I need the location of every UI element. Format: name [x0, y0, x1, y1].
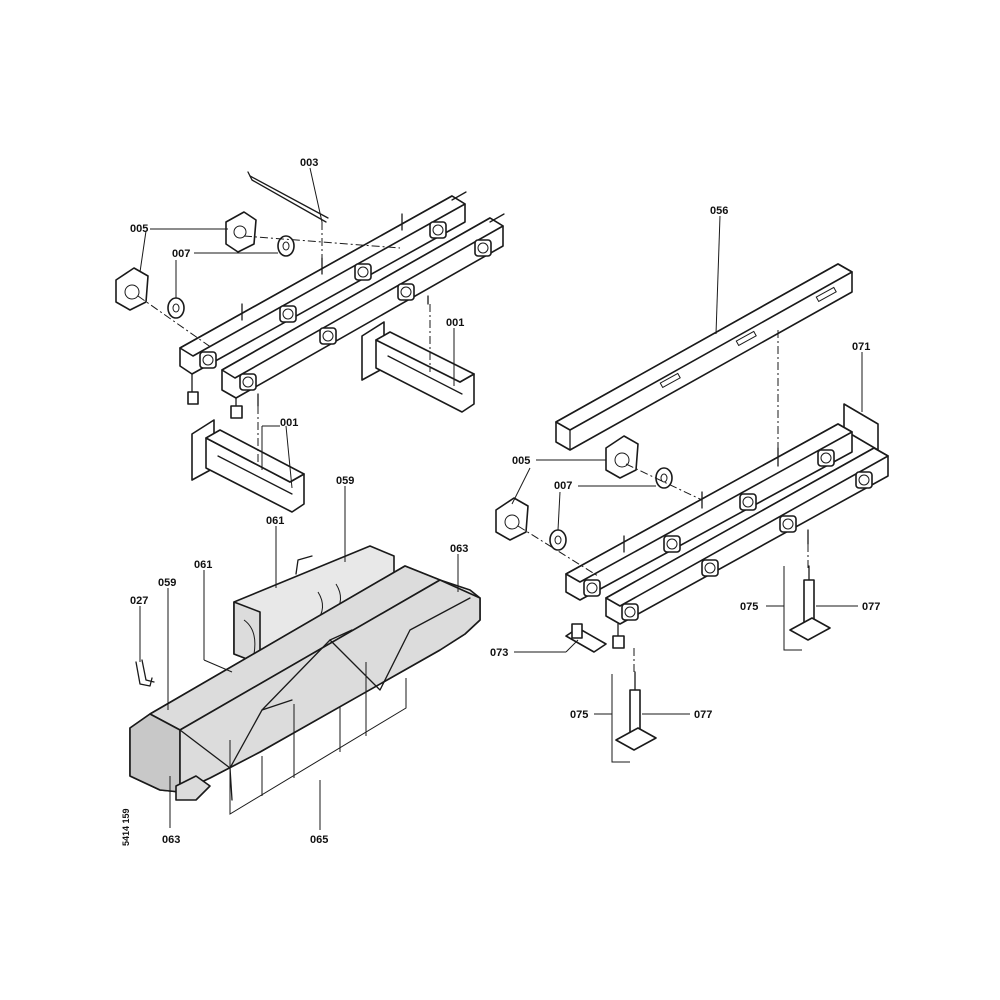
base-plate-073 [565, 623, 607, 653]
valve-port [239, 239, 492, 391]
flange-005 [225, 211, 257, 253]
label-003: 003 [300, 157, 318, 169]
label-065: 065 [310, 834, 328, 846]
washer-007 [277, 235, 295, 257]
support-leg-075 [615, 671, 657, 751]
flange-005 [605, 435, 639, 479]
valve-port [199, 221, 447, 369]
flange-005 [495, 497, 529, 541]
label-077-lower: 077 [694, 709, 712, 721]
label-077-upper: 077 [862, 601, 880, 613]
washer-007 [167, 297, 185, 319]
bracket-001 [361, 321, 475, 413]
label-071: 071 [852, 341, 870, 353]
label-007-right: 007 [554, 480, 572, 492]
label-027: 027 [130, 595, 148, 607]
label-059-left: 059 [158, 577, 176, 589]
label-061-top: 061 [266, 515, 284, 527]
support-leg-075 [789, 565, 831, 641]
label-075-lower: 075 [570, 709, 588, 721]
label-061-left: 061 [194, 559, 212, 571]
washer-007 [655, 467, 673, 489]
clip-027 [135, 659, 155, 687]
left-manifold-assembly [179, 191, 505, 419]
label-056: 056 [710, 205, 728, 217]
label-001-upper: 001 [446, 317, 464, 329]
insulation-front-065 [129, 565, 481, 801]
cover-channel-056 [555, 263, 853, 451]
valve-port [621, 471, 873, 621]
bracket-001 [191, 419, 305, 513]
leader-lines [139, 167, 863, 830]
drawing-code: 5414 159 [121, 808, 131, 846]
part-labels: 001 001 003 005 007 056 071 005 007 059 … [130, 157, 880, 846]
rod-003 [247, 171, 329, 268]
label-005-upper-left: 005 [130, 223, 148, 235]
label-075-upper: 075 [740, 601, 758, 613]
right-manifold-assembly [565, 423, 889, 649]
label-073: 073 [490, 647, 508, 659]
label-063-right: 063 [450, 543, 468, 555]
washer-007 [549, 529, 567, 551]
label-063-bottom: 063 [162, 834, 180, 846]
label-059-top: 059 [336, 475, 354, 487]
label-001-lower: 001 [280, 417, 298, 429]
label-005-right: 005 [512, 455, 530, 467]
label-007-upper-left: 007 [172, 248, 190, 260]
flange-005 [115, 267, 149, 311]
valve-port [583, 449, 835, 597]
